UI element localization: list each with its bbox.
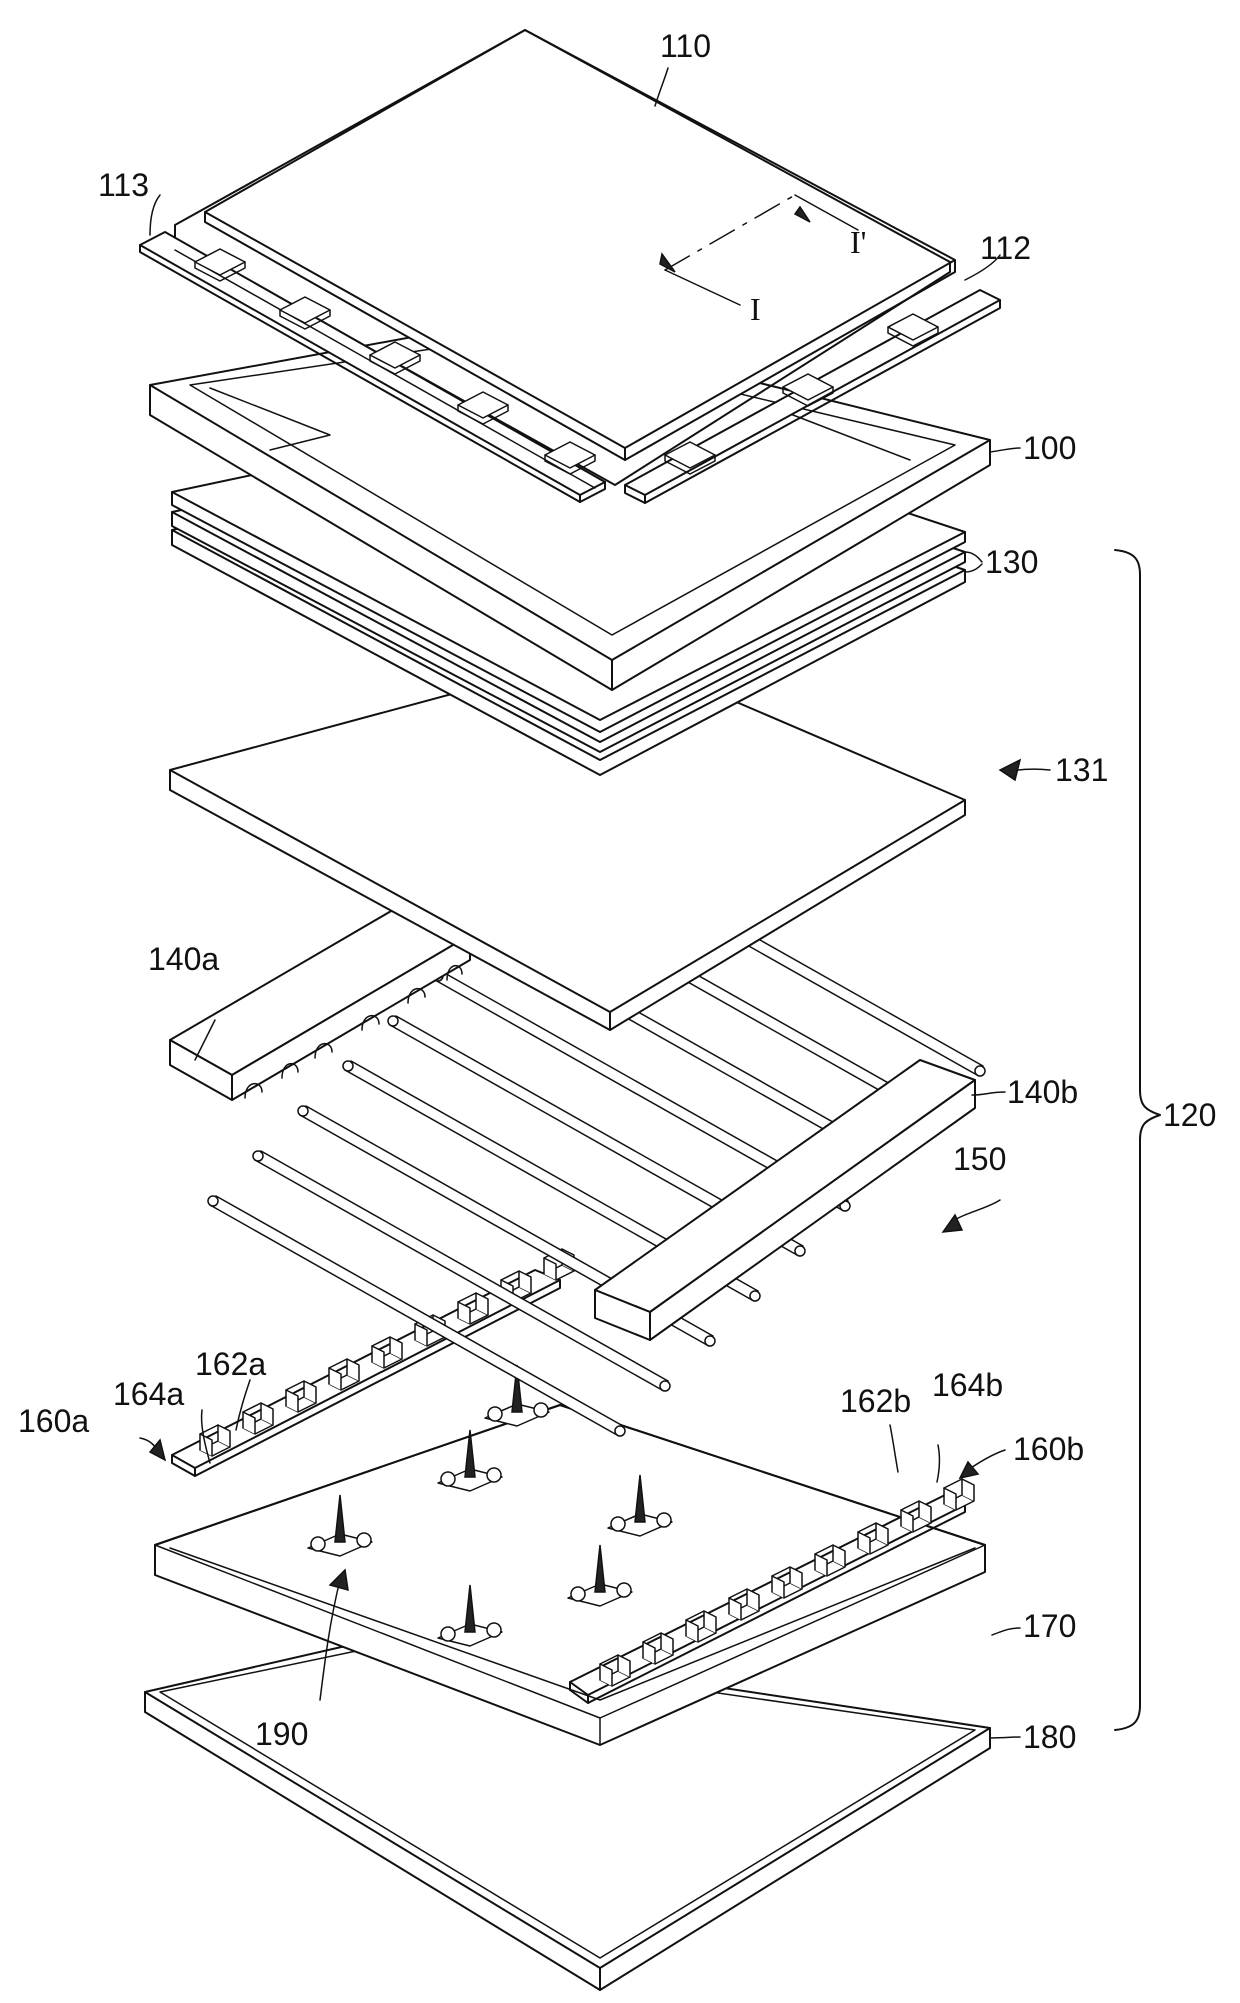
lamp [253, 1151, 670, 1391]
label-164b: 164b [932, 1367, 1003, 1403]
label-162a: 162a [195, 1346, 266, 1382]
lamp-tube [210, 1196, 623, 1435]
label-120: 120 [1163, 1097, 1216, 1133]
lamp [208, 1196, 625, 1436]
label-162b: 162b [840, 1383, 911, 1419]
label-112: 112 [980, 230, 1031, 266]
lamp-tube [255, 1151, 668, 1390]
lamp-end [298, 1106, 308, 1116]
label-150: 150 [953, 1141, 1006, 1177]
brace-120 [1115, 550, 1160, 1730]
lamp-end [343, 1061, 353, 1071]
lamp-end [975, 1066, 985, 1076]
label-164a: 164a [113, 1376, 184, 1412]
label-110: 110 [660, 28, 711, 64]
lamp-end [208, 1196, 218, 1206]
label-section-i: I [750, 291, 761, 327]
label-190: 190 [255, 1716, 308, 1752]
label-100: 100 [1023, 430, 1076, 466]
lamp-end [253, 1151, 263, 1161]
lamp-end [615, 1426, 625, 1436]
label-131: 131 [1055, 752, 1108, 788]
label-130: 130 [985, 544, 1038, 580]
label-170: 170 [1023, 1608, 1076, 1644]
label-section-i-prime: I' [850, 224, 866, 260]
label-180: 180 [1023, 1719, 1076, 1755]
label-160a: 160a [18, 1403, 89, 1439]
lamp-end [660, 1381, 670, 1391]
lamp-socket [944, 1479, 974, 1510]
label-140b: 140b [1007, 1074, 1078, 1110]
label-160b: 160b [1013, 1431, 1084, 1467]
label-140a: 140a [148, 941, 219, 977]
lamp-end [795, 1246, 805, 1256]
lamp-end [388, 1016, 398, 1026]
lamp-end [705, 1336, 715, 1346]
label-113: 113 [98, 167, 149, 203]
lamp-end [750, 1291, 760, 1301]
